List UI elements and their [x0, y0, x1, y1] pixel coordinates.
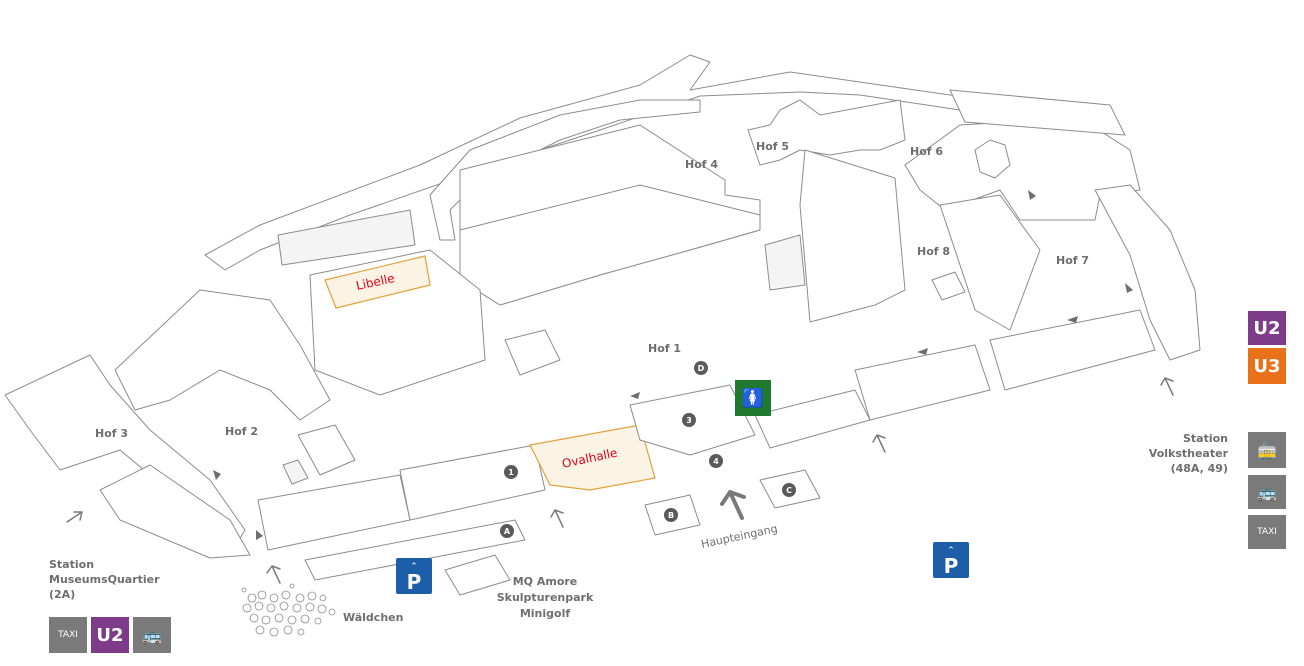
- direction-marker: [213, 470, 221, 480]
- svg-text:1: 1: [508, 468, 514, 477]
- direction-marker: [256, 530, 263, 540]
- building-south-left: [257, 474, 411, 551]
- bus-icon[interactable]: 🚌: [1248, 475, 1286, 509]
- mq-amore-label: MQ Amore: [513, 575, 578, 588]
- building-hof7: [939, 194, 1041, 331]
- direction-marker: [630, 392, 640, 399]
- building-south-right: [754, 389, 871, 449]
- station-museumsquartier: Station MuseumsQuartier (2A): [49, 558, 160, 601]
- svg-text:B: B: [668, 511, 674, 520]
- hof1-label: Hof 1: [648, 342, 681, 355]
- svg-text:4: 4: [713, 457, 719, 466]
- skulpturenpark-label: Skulpturenpark: [497, 591, 594, 604]
- building-hof2-kiosk: [297, 424, 356, 476]
- ovalhalle-highlight: [529, 424, 656, 491]
- building-hof3-west: [99, 464, 251, 559]
- svg-text:C: C: [786, 486, 792, 495]
- u2-badge[interactable]: U2: [1248, 311, 1286, 345]
- marker-b[interactable]: B: [664, 508, 678, 522]
- building-hof5: [747, 99, 906, 166]
- building-octagon: [974, 139, 1011, 179]
- building-east-wing: [1094, 184, 1201, 361]
- entrance-arrow-icon: [266, 565, 281, 584]
- main-entrance-arrow-icon: [720, 490, 746, 520]
- hof7-label: Hof 7: [1056, 254, 1089, 267]
- direction-marker: [1028, 190, 1036, 200]
- toilet-icon[interactable]: 🚺: [735, 380, 771, 416]
- building-south-east: [989, 309, 1156, 391]
- tram-icon[interactable]: 🚋: [1248, 432, 1286, 468]
- entrance-arrow-icon: [66, 511, 83, 523]
- building-south-mid: [399, 444, 546, 521]
- building-south-far: [854, 344, 991, 421]
- svg-text:A: A: [504, 527, 511, 536]
- marker-c[interactable]: C: [782, 483, 796, 497]
- building-hof8-kiosk: [931, 271, 966, 301]
- direction-marker: [1067, 316, 1078, 323]
- hof4-label: Hof 4: [685, 158, 718, 171]
- building-tower-steps: [764, 234, 806, 291]
- minigolf-label: Minigolf: [520, 607, 571, 620]
- direction-marker: [917, 348, 928, 355]
- taxi-icon[interactable]: TAXI: [49, 617, 87, 653]
- entrance-arrow-icon: [550, 509, 564, 528]
- direction-marker: [1125, 283, 1133, 293]
- entrance-arrow-icon: [1160, 377, 1174, 396]
- plaza-mq-amore: [444, 554, 511, 596]
- libelle-highlight: [324, 255, 431, 309]
- entrance-arrow-icon: [872, 434, 886, 453]
- marker-4[interactable]: 4: [709, 454, 723, 468]
- marker-3[interactable]: 3: [682, 413, 696, 427]
- building-hof2-small: [282, 459, 309, 485]
- building-hof2-wing: [114, 289, 331, 421]
- u2-badge[interactable]: U2: [91, 617, 129, 653]
- station-volkstheater: Station Volkstheater (48A, 49): [1148, 432, 1228, 475]
- svg-text:D: D: [698, 364, 705, 373]
- hof6-label: Hof 6: [910, 145, 943, 158]
- hof8-label: Hof 8: [917, 245, 950, 258]
- hof5-label: Hof 5: [756, 140, 789, 153]
- marker-1[interactable]: 1: [504, 465, 518, 479]
- waeldchen-label: Wäldchen: [343, 611, 403, 624]
- hof3-label: Hof 3: [95, 427, 128, 440]
- bus-icon[interactable]: 🚌: [133, 617, 171, 653]
- building-tower: [799, 149, 906, 323]
- svg-text:3: 3: [686, 416, 692, 425]
- trees-icon: [241, 583, 336, 637]
- building-north-strip: [949, 89, 1126, 136]
- hof2-label: Hof 2: [225, 425, 258, 438]
- parking-icon[interactable]: ⌃ P: [396, 558, 432, 594]
- haupteingang-label: Haupteingang: [700, 522, 779, 551]
- parking-icon[interactable]: ⌃ P: [933, 542, 969, 578]
- u3-badge[interactable]: U3: [1248, 348, 1286, 384]
- plaza-a: [304, 519, 526, 581]
- taxi-icon[interactable]: TAXI: [1248, 515, 1286, 549]
- marker-a[interactable]: A: [500, 524, 514, 538]
- building-leopold-top: [277, 209, 416, 266]
- building-kiosk-hof1: [504, 329, 561, 376]
- marker-d[interactable]: D: [694, 361, 708, 375]
